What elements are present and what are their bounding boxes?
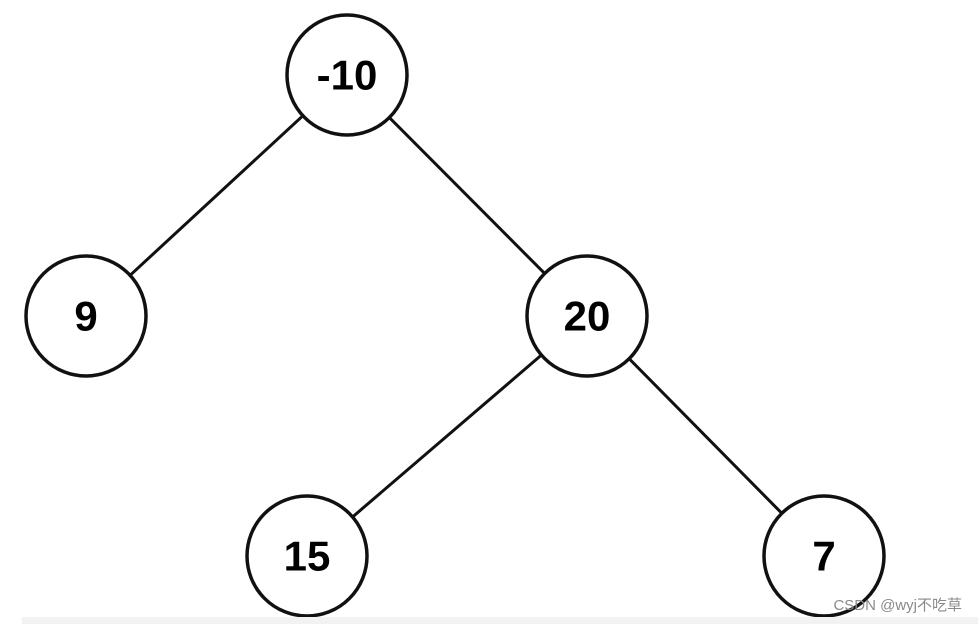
node-label: 9 — [74, 293, 97, 340]
edge-n-20-to-n-15 — [351, 353, 543, 519]
node-circle — [285, 13, 409, 137]
node-circle — [245, 494, 369, 618]
csdn-watermark: CSDN @wyj不吃草 — [833, 597, 962, 614]
edge-n-neg10-to-n-20 — [388, 116, 546, 275]
footer-bar — [22, 617, 978, 624]
tree-node-20: 20 — [525, 254, 649, 378]
tree-node-15: 15 — [245, 494, 369, 618]
node-label: -10 — [317, 52, 378, 99]
tree-nodes: -10 9 20 15 7 — [24, 13, 886, 618]
node-label: 7 — [812, 533, 835, 580]
node-label: 20 — [564, 293, 611, 340]
node-circle — [525, 254, 649, 378]
node-circle — [24, 254, 148, 378]
node-label: 15 — [284, 533, 331, 580]
tree-node-7: 7 — [762, 494, 886, 618]
edge-n-20-to-n-7 — [628, 357, 783, 515]
edge-n-neg10-to-n-9 — [129, 114, 304, 277]
tree-node-9: 9 — [24, 254, 148, 378]
tree-node-neg10: -10 — [285, 13, 409, 137]
tree-edges — [129, 114, 783, 519]
node-circle — [762, 494, 886, 618]
